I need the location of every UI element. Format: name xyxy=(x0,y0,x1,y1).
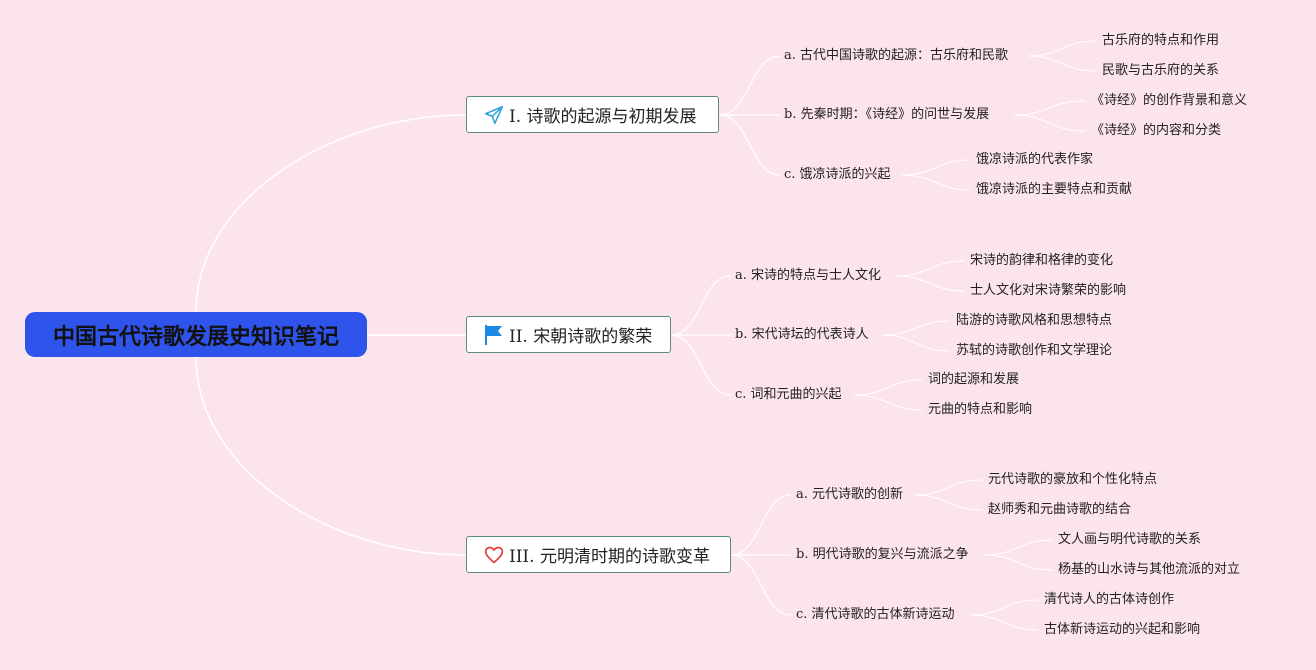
heart-icon xyxy=(483,544,505,566)
leaf-1b-1[interactable]: 《诗经》的创作背景和意义 xyxy=(1091,93,1248,108)
subtopic-2b[interactable]: b. 宋代诗坛的代表诗人 xyxy=(735,327,869,342)
branch-title: I. 诗歌的起源与初期发展 xyxy=(509,107,697,127)
leaf-2c-1[interactable]: 词的起源和发展 xyxy=(928,372,1020,387)
subtopic-3a[interactable]: a. 元代诗歌的创新 xyxy=(796,487,904,502)
subtopic-3b[interactable]: b. 明代诗歌的复兴与流派之争 xyxy=(796,547,969,562)
flag-icon xyxy=(483,324,505,346)
branch-title: III. 元明清时期的诗歌变革 xyxy=(509,547,710,567)
subtopic-2a[interactable]: a. 宋诗的特点与士人文化 xyxy=(735,268,882,283)
subtopic-1b[interactable]: b. 先秦时期：《诗经》的问世与发展 xyxy=(784,107,990,122)
leaf-1a-2[interactable]: 民歌与古乐府的关系 xyxy=(1102,63,1220,78)
root-title: 中国古代诗歌发展史知识笔记 xyxy=(52,324,339,350)
leaf-2b-2[interactable]: 苏轼的诗歌创作和文学理论 xyxy=(956,343,1113,358)
branch-node-2[interactable]: II. 宋朝诗歌的繁荣 xyxy=(466,316,671,353)
leaf-2a-1[interactable]: 宋诗的韵律和格律的变化 xyxy=(970,253,1114,268)
leaf-2a-2[interactable]: 士人文化对宋诗繁荣的影响 xyxy=(970,283,1127,298)
leaf-1c-2[interactable]: 饿凉诗派的主要特点和贡献 xyxy=(976,182,1133,197)
branch-node-1[interactable]: I. 诗歌的起源与初期发展 xyxy=(466,96,719,133)
leaf-3b-1[interactable]: 文人画与明代诗歌的关系 xyxy=(1058,532,1202,547)
leaf-3c-1[interactable]: 清代诗人的古体诗创作 xyxy=(1044,592,1175,607)
leaf-1b-2[interactable]: 《诗经》的内容和分类 xyxy=(1091,123,1222,138)
subtopic-1a[interactable]: a. 古代中国诗歌的起源：古乐府和民歌 xyxy=(784,48,1009,63)
leaf-1a-1[interactable]: 古乐府的特点和作用 xyxy=(1102,33,1220,48)
branch-title: II. 宋朝诗歌的繁荣 xyxy=(509,327,653,347)
leaf-3c-2[interactable]: 古体新诗运动的兴起和影响 xyxy=(1044,622,1201,637)
leaf-1c-1[interactable]: 饿凉诗派的代表作家 xyxy=(976,152,1094,167)
leaf-3b-2[interactable]: 杨基的山水诗与其他流派的对立 xyxy=(1058,562,1241,577)
leaf-2b-1[interactable]: 陆游的诗歌风格和思想特点 xyxy=(956,313,1113,328)
branch-node-3[interactable]: III. 元明清时期的诗歌变革 xyxy=(466,536,731,573)
subtopic-1c[interactable]: c. 饿凉诗派的兴起 xyxy=(784,167,891,182)
leaf-3a-2[interactable]: 赵师秀和元曲诗歌的结合 xyxy=(988,502,1132,517)
leaf-2c-2[interactable]: 元曲的特点和影响 xyxy=(928,402,1033,417)
root-node[interactable]: 中国古代诗歌发展史知识笔记 xyxy=(25,312,367,357)
subtopic-3c[interactable]: c. 清代诗歌的古体新诗运动 xyxy=(796,607,955,622)
paper-plane-icon xyxy=(483,104,505,126)
leaf-3a-1[interactable]: 元代诗歌的豪放和个性化特点 xyxy=(988,472,1158,487)
subtopic-2c[interactable]: c. 词和元曲的兴起 xyxy=(735,387,842,402)
